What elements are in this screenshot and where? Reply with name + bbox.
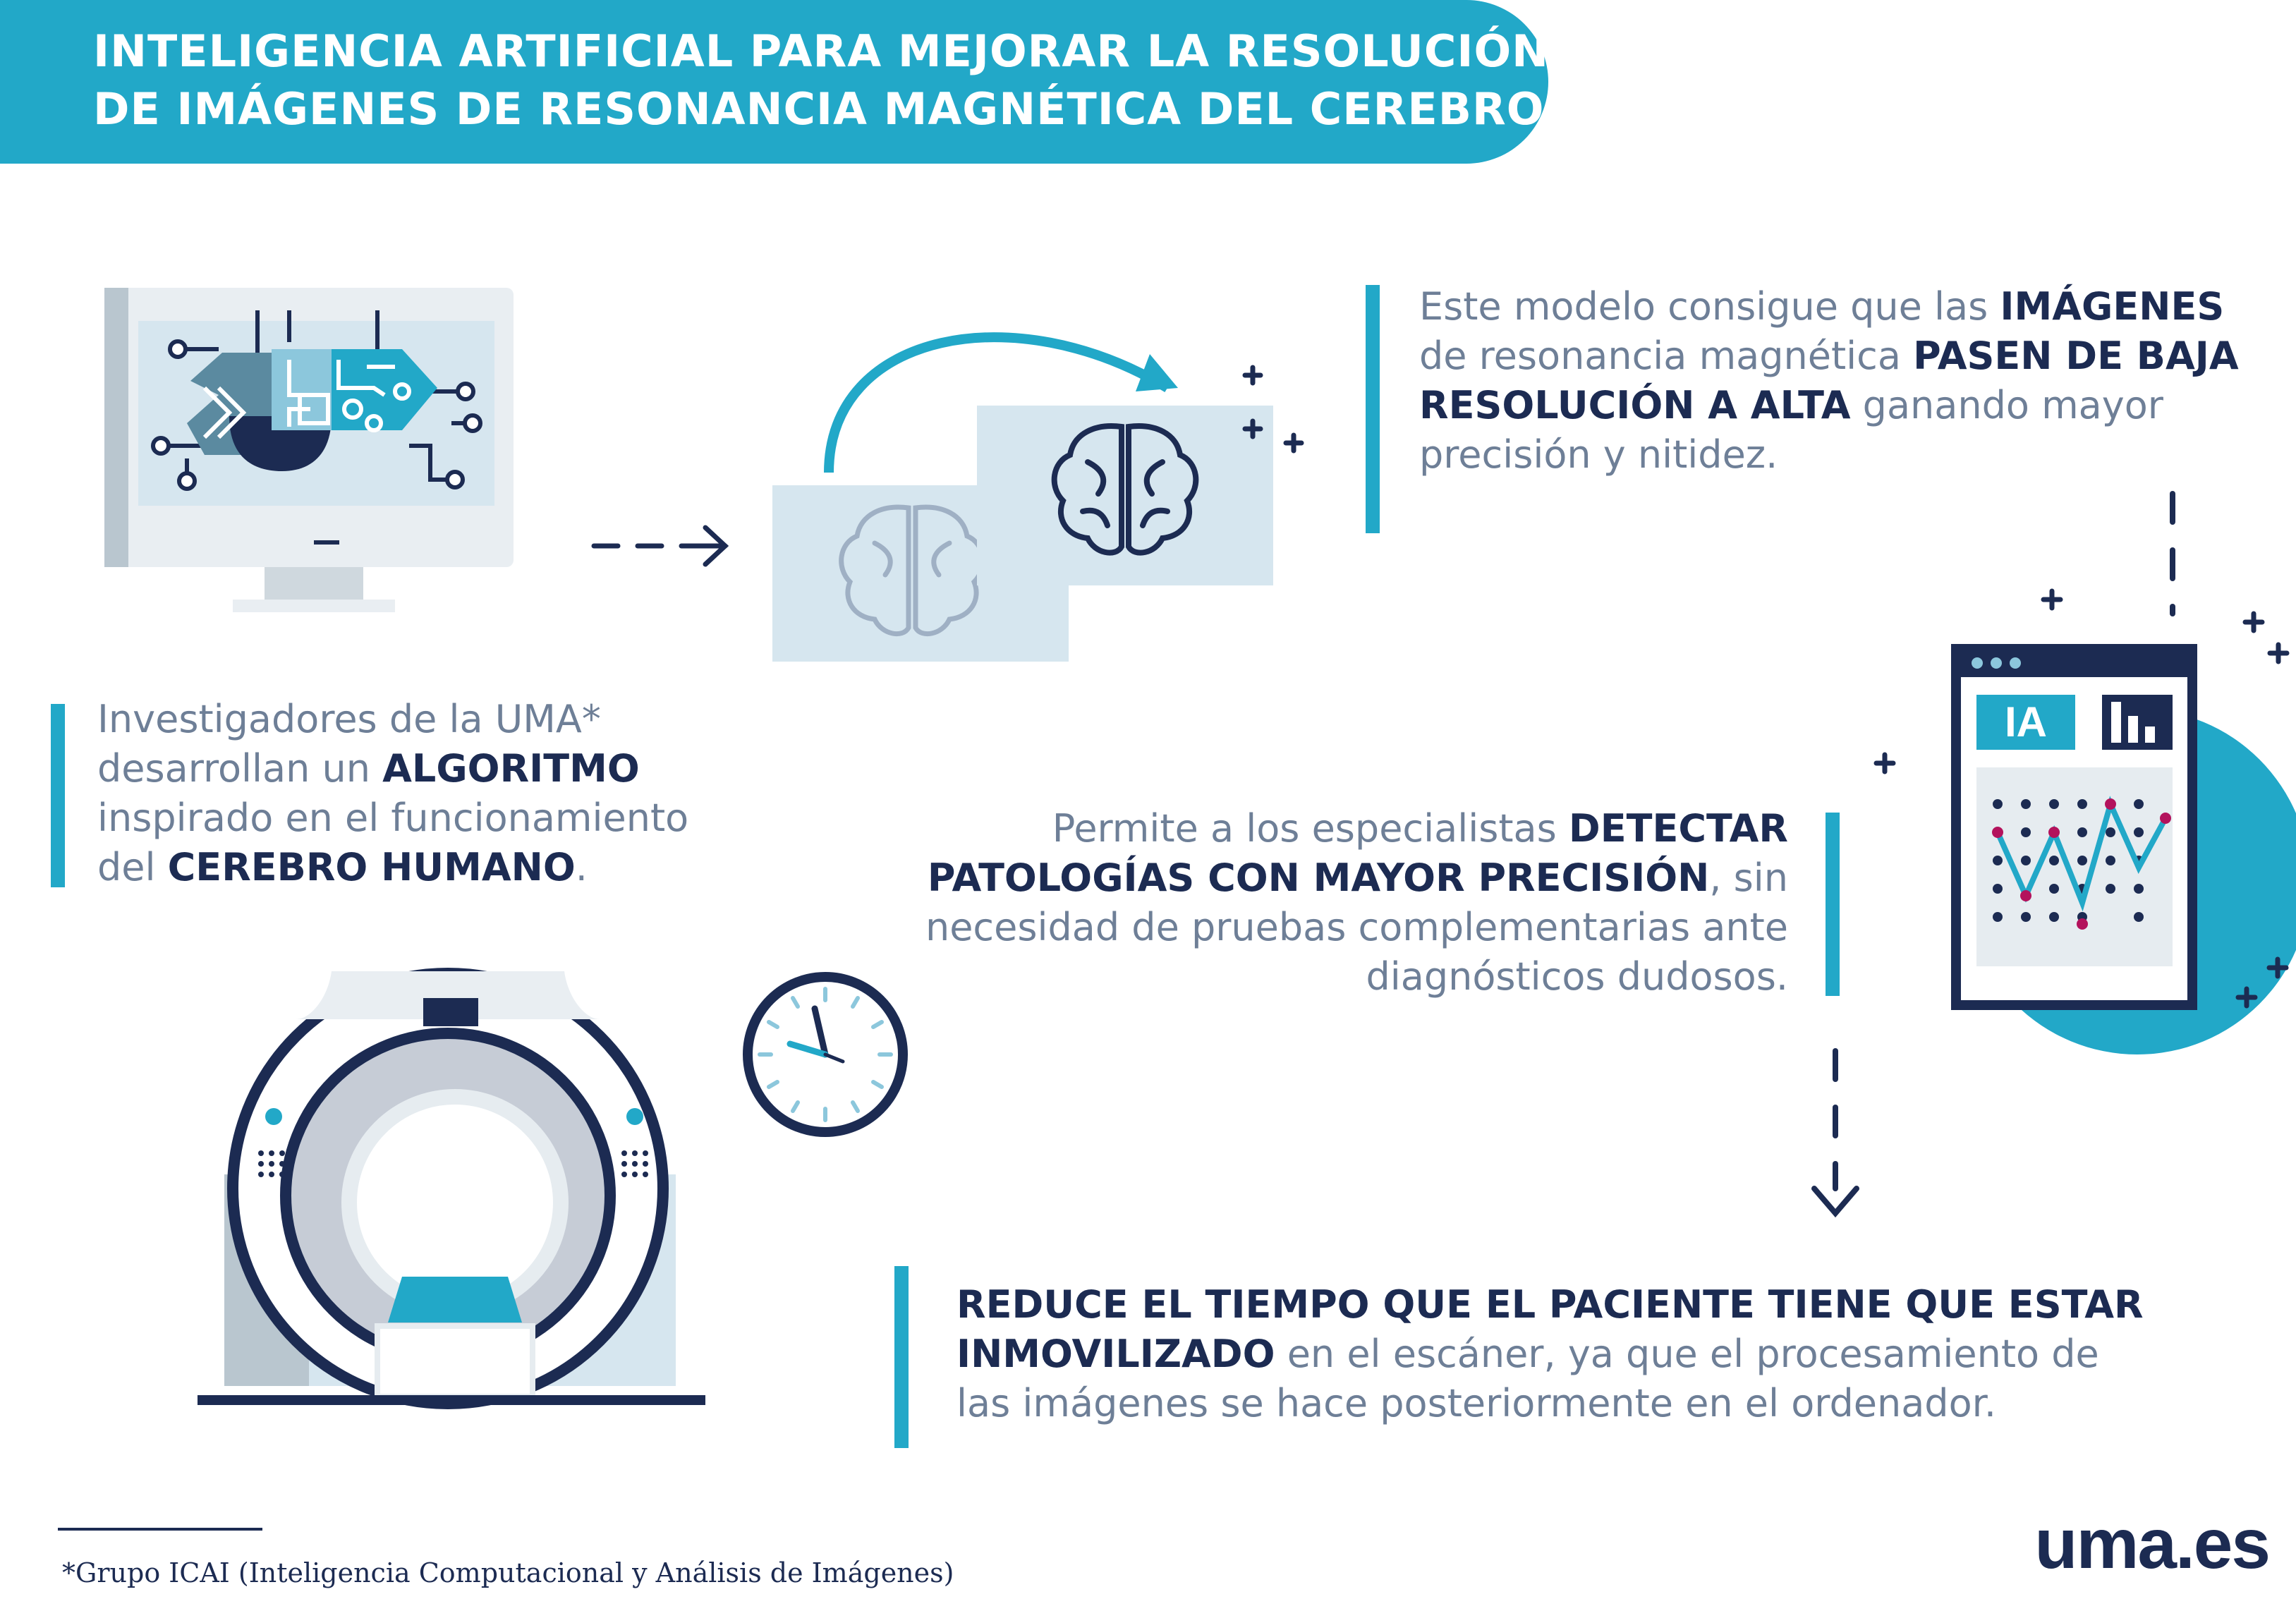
title-line-2: DE IMÁGENES DE RESONANCIA MAGNÉTICA DEL … <box>93 83 1545 135</box>
arrow-right-icon <box>591 525 729 567</box>
footnote: *Grupo ICAI (Inteligencia Computacional … <box>62 1557 954 1588</box>
uma-logo[interactable]: uma.es <box>2034 1504 2271 1583</box>
brain-upscale-icon <box>772 332 1304 662</box>
accent-bar-detect <box>1826 813 1840 996</box>
accent-bar-algorithm <box>51 704 65 887</box>
title-line-1: INTELIGENCIA ARTIFICIAL PARA MEJORAR LA … <box>93 25 1550 77</box>
block-algorithm-text: Investigadores de la UMA* desarrollan un… <box>97 697 689 889</box>
clock-icon <box>743 972 908 1137</box>
dashboard-chart-icon: IA <box>1811 491 2296 1218</box>
block-time-text: REDUCE EL TIEMPO QUE EL PACIENTE TIENE Q… <box>956 1282 2144 1425</box>
block-detect-text: Permite a los especialistas DETECTAR PAT… <box>925 806 1788 999</box>
ia-label: IA <box>2005 698 2047 746</box>
title-banner: INTELIGENCIA ARTIFICIAL PARA MEJORAR LA … <box>0 0 1548 164</box>
mri-scanner-icon <box>198 968 705 1409</box>
computer-circuit-icon <box>104 288 514 612</box>
footnote-rule <box>58 1528 262 1531</box>
accent-bar-time <box>894 1266 909 1448</box>
accent-bar-resolution <box>1366 285 1380 533</box>
block-resolution-text: Este modelo consigue que las IMÁGENES de… <box>1419 284 2239 477</box>
